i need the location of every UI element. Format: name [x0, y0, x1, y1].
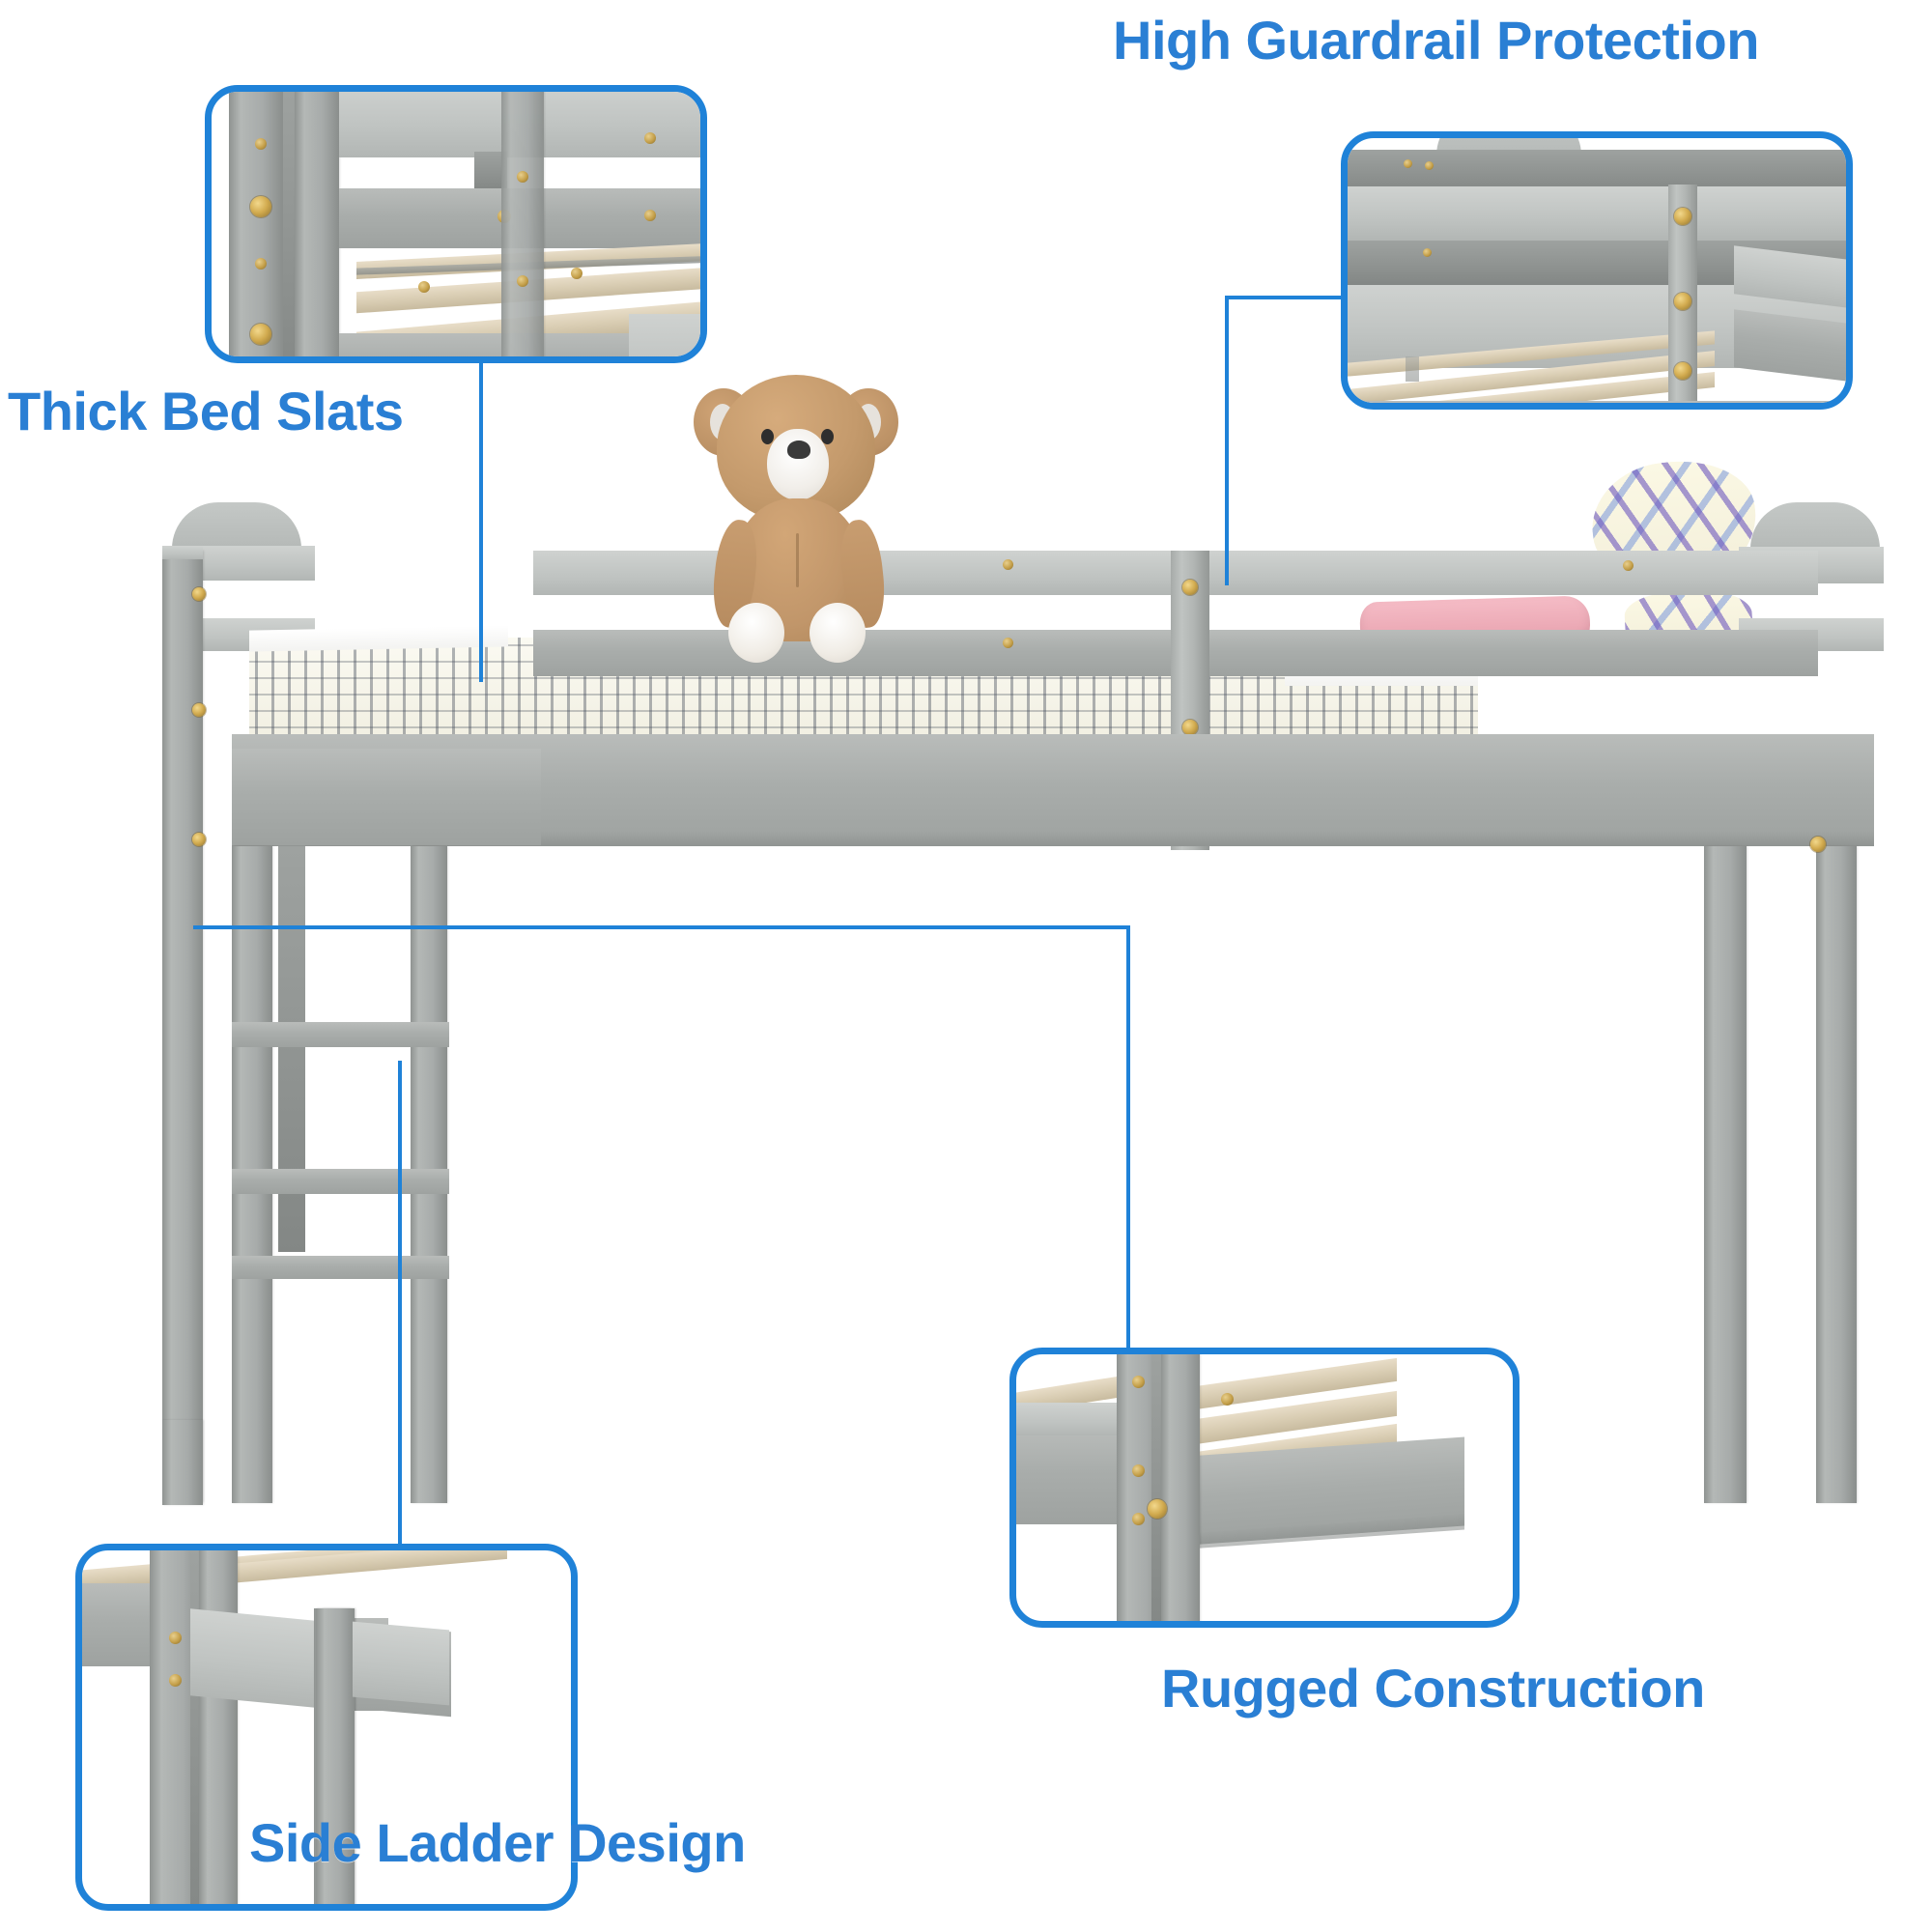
callout-thick-bed-slats-image	[212, 92, 700, 356]
screw-left-post-3	[192, 833, 206, 846]
bear-eye-left	[761, 429, 774, 444]
screw-left-post-1	[192, 587, 206, 601]
screw-front-rail-2	[1003, 638, 1013, 648]
screw-right-leg	[1810, 837, 1826, 852]
left-post-cap	[162, 546, 203, 559]
callout-side-ladder-design	[75, 1544, 578, 1911]
bear-nose	[787, 440, 810, 459]
screw-left-post-2	[192, 703, 206, 717]
callout-high-guardrail-protection	[1341, 131, 1853, 410]
feature-label-high-guardrail-protection: High Guardrail Protection	[1113, 10, 1759, 71]
connector-rugged-vertical	[1126, 925, 1130, 1350]
screw-front-rail-3	[1623, 560, 1634, 571]
callout-thick-bed-slats	[205, 85, 707, 363]
bear-foot-right	[810, 603, 866, 663]
right-front-leg	[1704, 846, 1747, 1503]
teddy-bear	[692, 375, 904, 665]
callout-side-ladder-image	[82, 1550, 571, 1904]
connector-guardrail-vertical	[1225, 296, 1229, 585]
bear-eye-right	[821, 429, 834, 444]
feature-label-thick-bed-slats: Thick Bed Slats	[8, 381, 404, 441]
ladder-rung-3	[232, 1256, 449, 1279]
screw-center-post-1	[1182, 580, 1198, 595]
bear-belly-seam	[796, 533, 799, 587]
left-rear-leg	[162, 1420, 203, 1505]
connector-side-ladder-vertical	[398, 1061, 402, 1563]
bed-deck-left-skirt	[232, 749, 541, 845]
bear-foot-left	[728, 603, 784, 663]
screw-front-rail-1	[1003, 559, 1013, 570]
ladder-rung-1	[232, 1022, 449, 1047]
callout-rugged-construction-image	[1016, 1354, 1513, 1621]
feature-label-side-ladder-design: Side Ladder Design	[249, 1812, 746, 1873]
connector-guardrail-horizontal	[1225, 296, 1345, 299]
left-front-post	[162, 551, 203, 1502]
ladder-rung-2	[232, 1169, 449, 1194]
bed-deck-shadow-band	[232, 833, 1874, 846]
screw-center-post-2	[1182, 720, 1198, 735]
connector-rugged-horizontal	[193, 925, 1130, 929]
callout-rugged-construction	[1009, 1348, 1520, 1628]
connector-thick-bed-slats-vertical	[479, 363, 483, 682]
feature-label-rugged-construction: Rugged Construction	[1161, 1658, 1705, 1719]
right-rear-leg	[1816, 846, 1857, 1503]
callout-high-guardrail-image	[1348, 138, 1846, 403]
